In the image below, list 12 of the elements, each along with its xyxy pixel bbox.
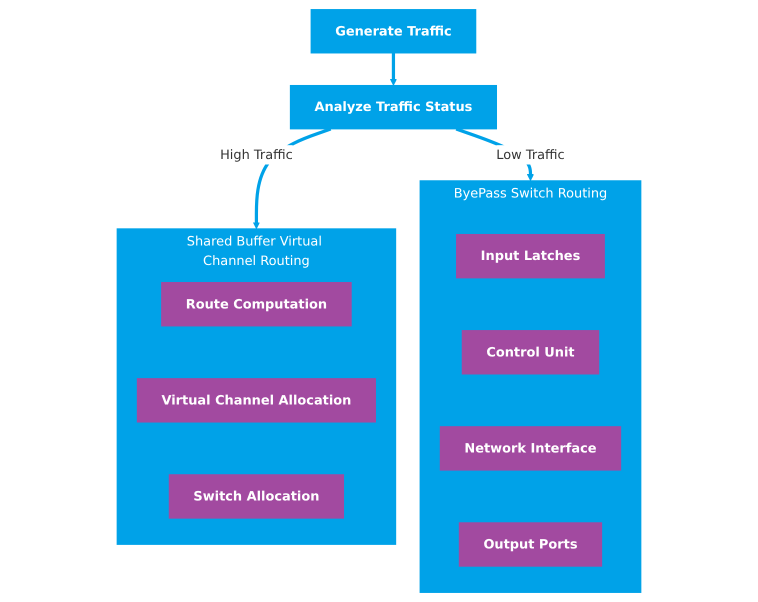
edge-label: High Traffic: [220, 146, 293, 162]
node-box: Route Computation: [161, 282, 352, 326]
node-box: Output Ports: [458, 522, 602, 567]
node-box: Virtual Channel Allocation: [136, 378, 376, 423]
node-box: Analyze Traffic Status: [290, 84, 498, 130]
node-box: Network Interface: [440, 426, 622, 471]
node-box: Switch Allocation: [168, 474, 344, 519]
node-box: Generate Traffic: [310, 9, 476, 54]
node-box: Control Unit: [462, 330, 600, 374]
arrow: [390, 53, 397, 86]
edge-label: Low Traffic: [496, 146, 565, 162]
node-box: Input Latches: [456, 234, 605, 278]
